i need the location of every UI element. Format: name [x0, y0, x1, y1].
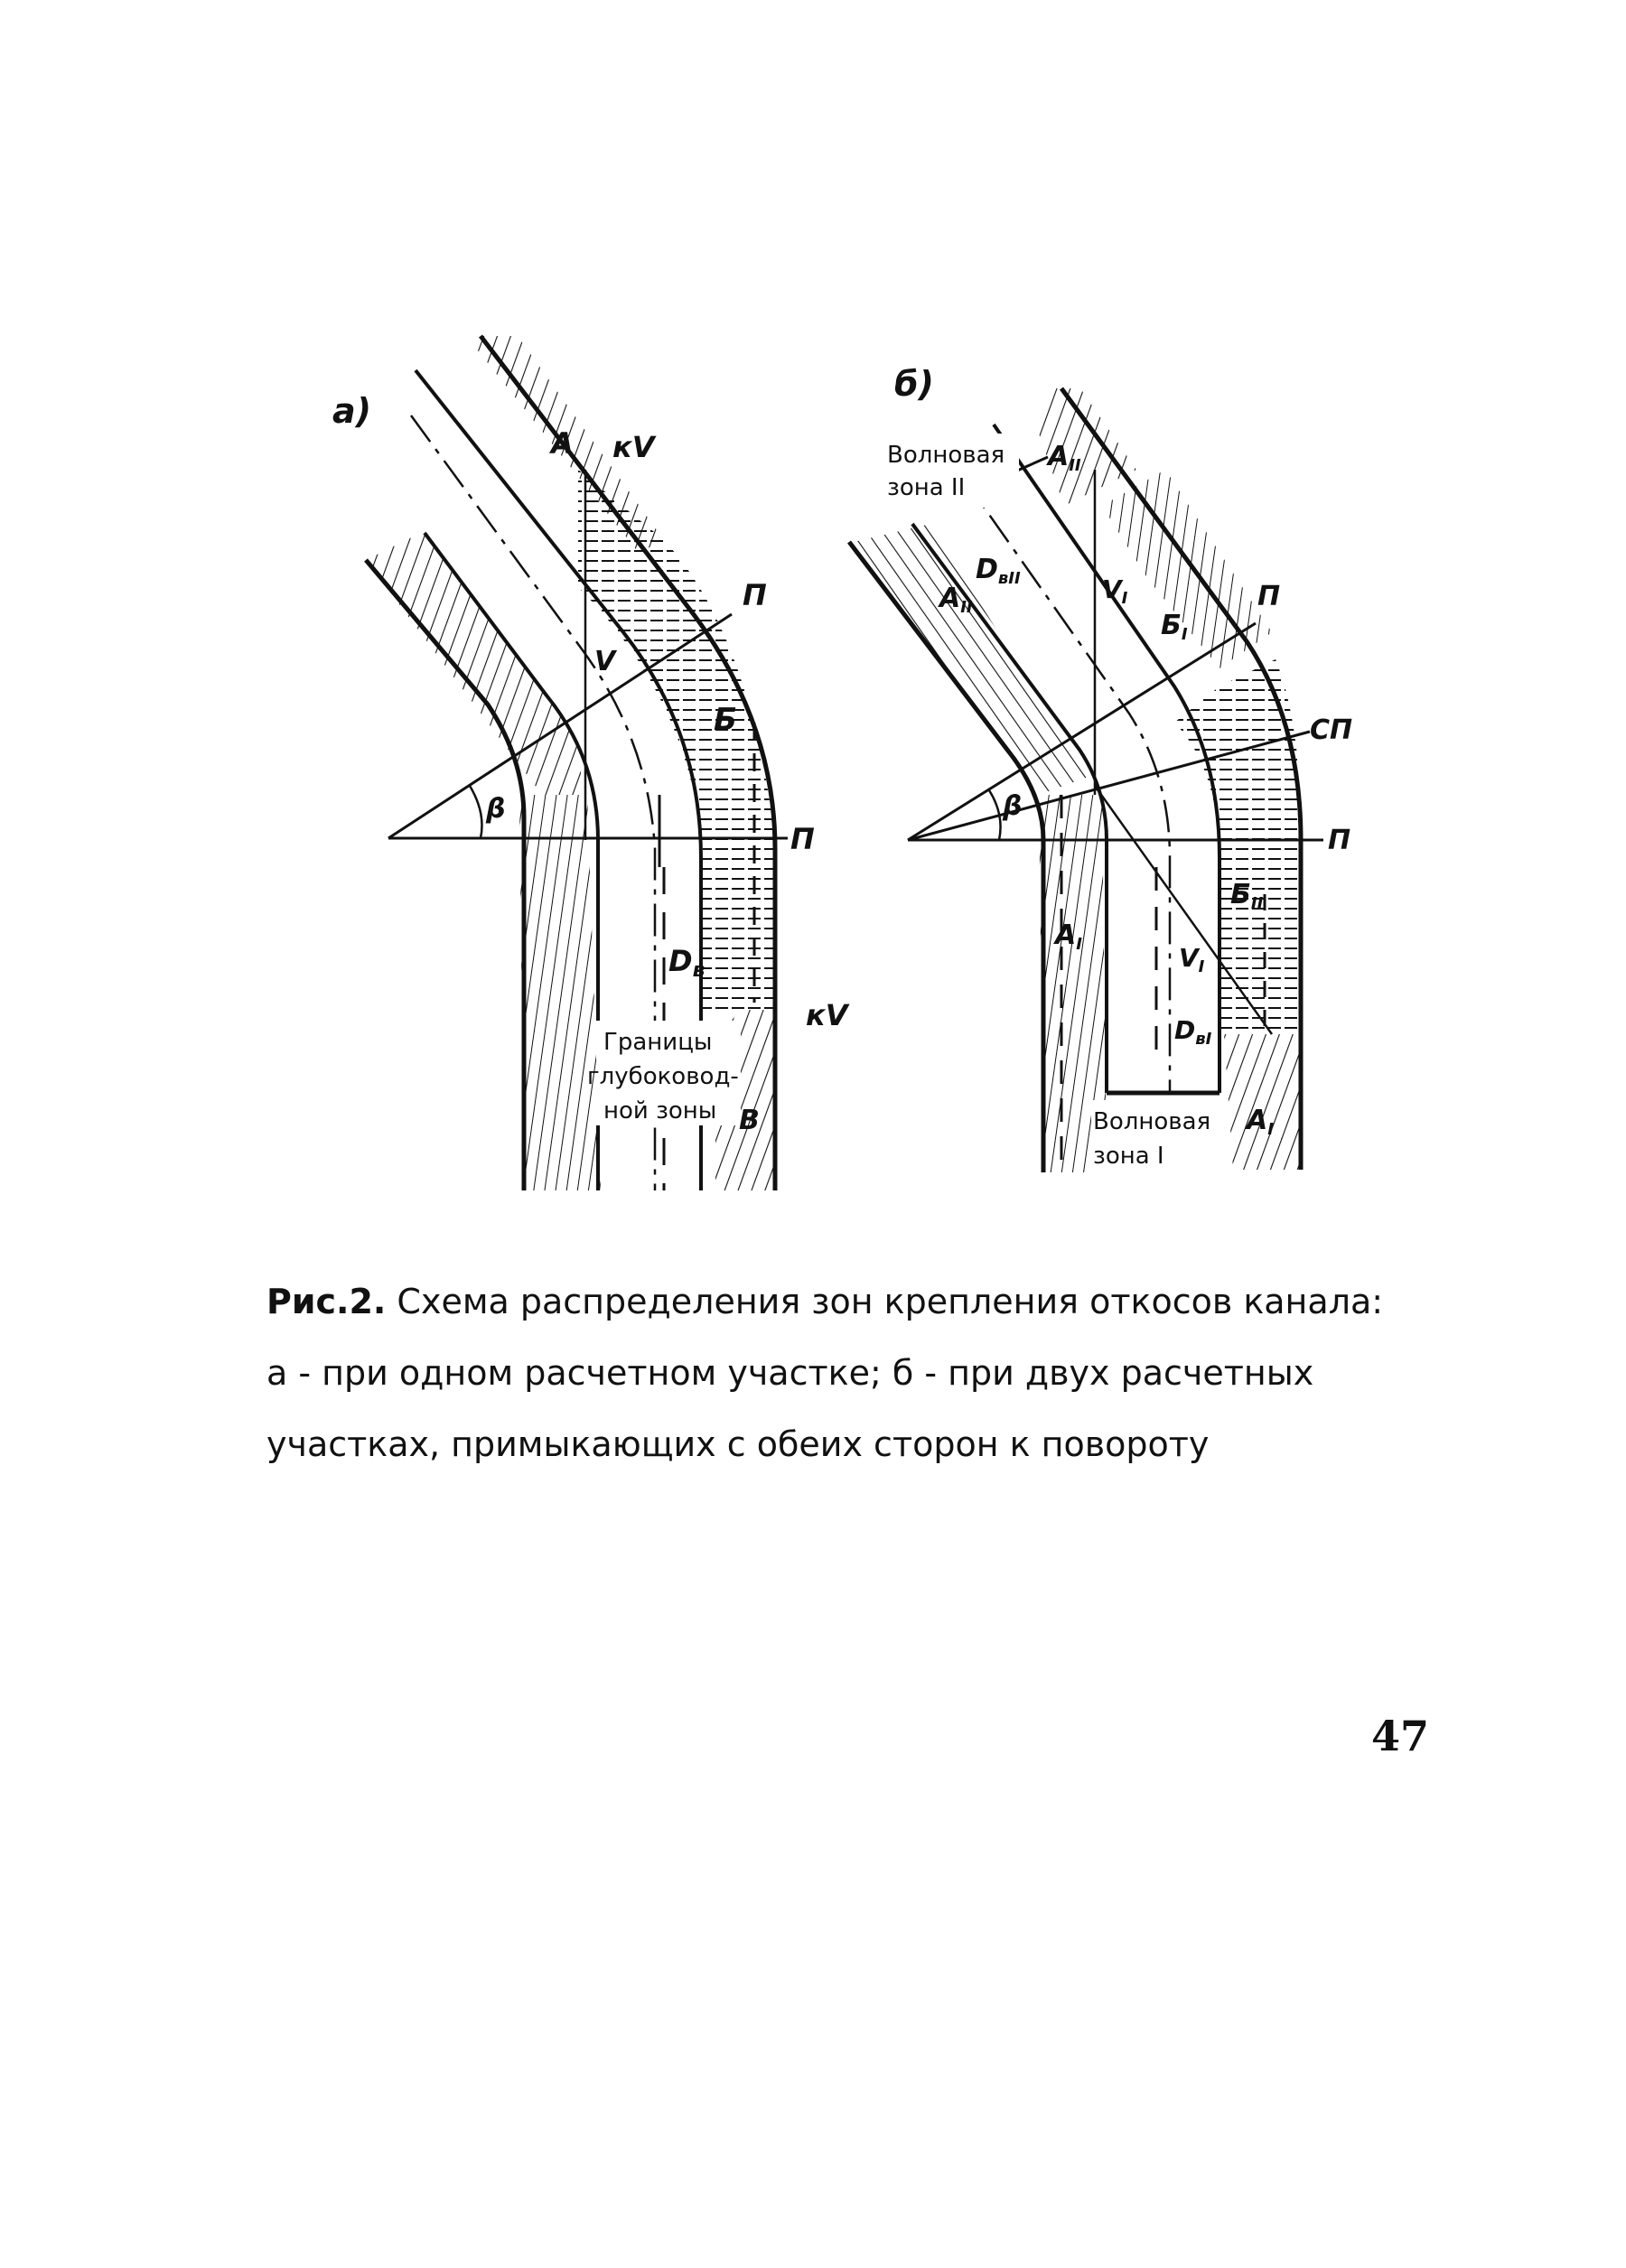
caption-line-3: участках, примыкающих с обеих сторон к п…: [266, 1424, 1210, 1464]
panel-b-axis-line: [956, 469, 1172, 1093]
panel-b-velocity-2-label: VI: [1179, 943, 1205, 976]
panel-b-zone-b2-label: БII: [1230, 879, 1264, 913]
panel-b-axis-p-upper: [907, 621, 1257, 842]
panel-a-zone-b-region: [578, 470, 775, 1012]
panel-a-angle-label: β: [485, 793, 505, 825]
panel-b-depth-i-label: DвI: [1174, 1015, 1212, 1049]
caption-line-1: Рис.2. Схема распределения зон крепления…: [266, 1266, 1468, 1338]
panel-b-right-outer-bank: [1059, 387, 1304, 1170]
panel-b-tag: б): [894, 364, 934, 404]
panel-b-angle-arc: [987, 789, 1002, 841]
panel-a-axis-p-upper: [388, 612, 733, 840]
panel-b: б) Волновая зона II АI: [847, 364, 1352, 1172]
caption-line-1-text: Схема распределения зон крепления откосо…: [397, 1282, 1384, 1321]
panel-b-zone-ii-line2: зона II: [887, 474, 965, 501]
panel-b-zone-a2-top-label: АII: [1046, 441, 1081, 475]
panel-b-velocity-line-2: [1093, 785, 1274, 1035]
panel-b-zone-a1-left-label: АI: [1053, 919, 1082, 954]
panel-a-axis-lower: П: [790, 822, 815, 856]
panel-a-zone-b-label: Б: [714, 702, 737, 738]
panel-a-boundary-box: [596, 1021, 741, 1125]
caption-line-2: а - при одном расчетном участке; б - при…: [266, 1353, 1314, 1393]
panel-b-left-outer-bank: [847, 540, 1046, 1172]
figure-caption: Рис.2. Схема распределения зон крепления…: [266, 1266, 1468, 1480]
panel-a-boundary-line1: Границы: [603, 1029, 712, 1056]
panel-a-boundary-line2: глубоковод-: [587, 1063, 739, 1090]
panel-b-zone-b1-label: БI: [1161, 610, 1188, 644]
panel-b-zone-a2-left-region: [854, 524, 1089, 795]
caption-figure-number: Рис.2.: [266, 1282, 387, 1321]
panel-b-depth-ii-label: DвII: [976, 554, 1021, 588]
panel-a-left-outer-bank: [364, 558, 527, 1190]
panel-b-zone-a1-right-region: [1224, 1034, 1301, 1170]
panel-b-angle-label: β: [1002, 790, 1022, 822]
panel-b-zone-a2-top-region: [1039, 388, 1136, 506]
canal-slope-zones-figure: a) A кV V Б П П: [332, 334, 1352, 1190]
page-number: 47: [1371, 1712, 1430, 1760]
panel-a-axis-upper: П: [743, 578, 767, 612]
panel-a-boundary-line3: ной зоны: [603, 1097, 716, 1125]
panel-b-axis-upper: П: [1257, 581, 1280, 612]
panel-a-right-inner-bank: [414, 369, 703, 1190]
panel-b-axis-sp: [907, 730, 1311, 842]
panel-a: a) A кV V Б П П: [332, 334, 850, 1190]
panel-a-zone-v-label: В: [739, 1105, 760, 1136]
panel-b-axis-lower: П: [1328, 825, 1350, 856]
panel-b-zone-a1-right-label: АI: [1245, 1105, 1274, 1139]
panel-a-velocity-top: кV: [612, 430, 657, 464]
panel-a-left-lower-hatch: [519, 795, 601, 1190]
panel-b-axis-middle: СП: [1310, 714, 1352, 746]
panel-a-left-upper-hatch: [366, 531, 583, 795]
panel-b-velocity-1-label: VI: [1102, 574, 1128, 608]
panel-a-tag: a): [332, 391, 371, 431]
panel-b-zone-a2-left-label: АII: [938, 583, 973, 617]
panel-a-depth-label: Dв: [668, 944, 706, 982]
panel-b-zone-i-label-box: [1091, 1100, 1227, 1172]
panel-b-zone-ii-line1: Волновая: [887, 442, 1005, 469]
panel-a-velocity-mid: V: [594, 646, 618, 677]
panel-a-angle-arc: [468, 785, 483, 839]
panel-b-zone-ii-label-box: [883, 434, 1019, 508]
panel-b-zone-a1-left-region: [1039, 795, 1107, 1172]
panel-a-zone-a-label: A: [548, 426, 574, 461]
panel-b-right-inner-bank: [992, 423, 1221, 1093]
panel-a-velocity-bottom: кV: [806, 998, 850, 1032]
panel-b-zone-i-line1: Волновая: [1093, 1108, 1210, 1135]
panel-b-zone-i-line2: зона I: [1093, 1143, 1164, 1170]
panel-a-axis-line: [409, 415, 657, 1190]
